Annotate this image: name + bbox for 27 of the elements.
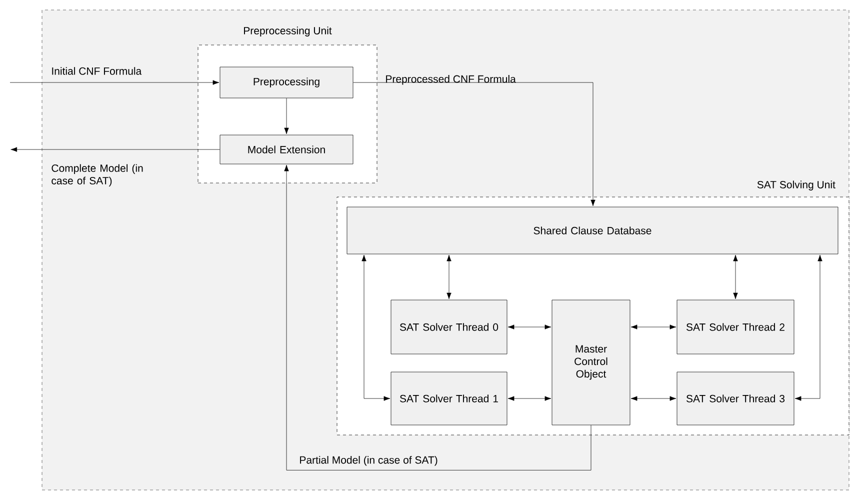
arrow <box>630 324 676 330</box>
process-box: Model Extension <box>220 134 354 164</box>
unit-heading: Preprocessing Unit <box>244 26 332 36</box>
edge-label: Partial Model (in case of SAT) <box>300 456 438 466</box>
edge-label: Complete Model (in case of SAT) <box>52 164 143 186</box>
arrow <box>794 254 822 401</box>
process-box: Preprocessing <box>220 66 354 98</box>
process-box: SAT Solver Thread 1 <box>390 372 508 426</box>
arrow <box>733 254 738 300</box>
arrow <box>446 254 452 300</box>
arrow <box>10 147 220 152</box>
arrow <box>10 80 220 85</box>
arrow <box>284 164 592 470</box>
process-box: SAT Solver Thread 2 <box>676 300 794 354</box>
arrow <box>630 396 676 401</box>
arrow <box>508 324 552 330</box>
arrow <box>284 98 289 134</box>
unit-heading: SAT Solving Unit <box>757 180 836 190</box>
arrow <box>508 396 552 401</box>
arrow <box>353 82 596 206</box>
edge-label: Initial CNF Formula <box>52 67 142 75</box>
process-box: Shared Clause Database <box>346 206 838 254</box>
arrow <box>362 254 390 401</box>
edge-label: Preprocessed CNF Formula <box>386 75 516 85</box>
block: Master Control Object <box>552 300 630 426</box>
process-box: SAT Solver Thread 0 <box>390 300 508 354</box>
process-box: SAT Solver Thread 3 <box>676 372 794 426</box>
